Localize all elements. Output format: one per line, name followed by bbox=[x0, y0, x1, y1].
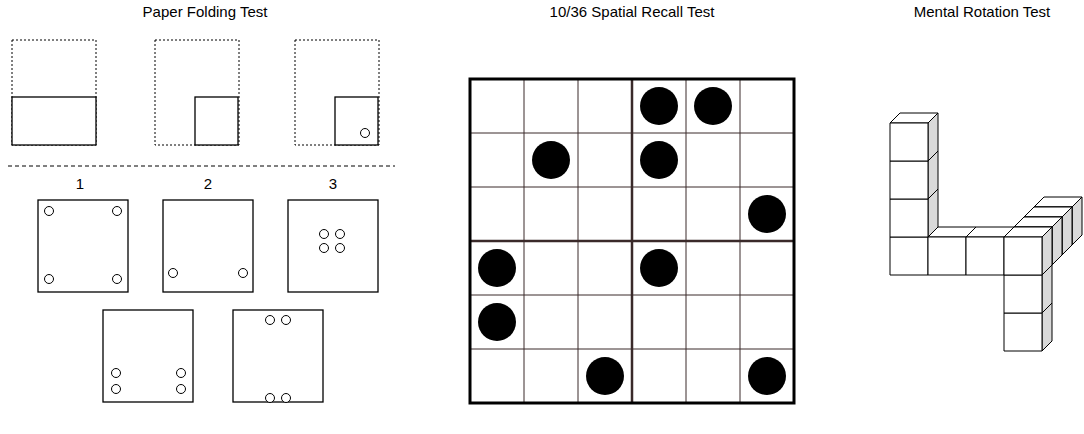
cube-face bbox=[966, 237, 1004, 275]
punched-hole bbox=[113, 275, 122, 284]
panel-title: 10/36 Spatial Recall Test bbox=[550, 3, 715, 20]
recall-grid bbox=[470, 79, 794, 403]
target-dot bbox=[532, 141, 570, 179]
answer-option bbox=[163, 200, 253, 292]
target-dot bbox=[694, 87, 732, 125]
punched-hole bbox=[266, 316, 275, 325]
answer-option bbox=[38, 200, 128, 292]
cube-face bbox=[1024, 207, 1072, 217]
panel-title: Mental Rotation Test bbox=[914, 3, 1050, 20]
target-dot bbox=[586, 357, 624, 395]
punched-hole bbox=[45, 207, 54, 216]
punched-hole bbox=[112, 369, 121, 378]
punched-hole bbox=[282, 394, 291, 403]
answer-option bbox=[288, 200, 378, 292]
punched-hole bbox=[361, 129, 370, 138]
cube-face bbox=[1014, 217, 1062, 227]
punched-hole bbox=[239, 269, 248, 278]
grid-line bbox=[470, 240, 794, 243]
option-number: 3 bbox=[329, 175, 337, 192]
cube-face bbox=[890, 237, 928, 275]
grid-line bbox=[470, 295, 794, 296]
option-number: 1 bbox=[76, 175, 84, 192]
answer-option bbox=[103, 310, 193, 402]
cube-figure bbox=[890, 113, 1082, 351]
paper-folding-figure bbox=[8, 40, 395, 403]
target-dot bbox=[748, 357, 786, 395]
target-dot bbox=[478, 303, 516, 341]
divider-line bbox=[8, 166, 395, 167]
punched-hole bbox=[336, 230, 345, 239]
grid-line bbox=[740, 79, 741, 403]
punched-hole bbox=[177, 385, 186, 394]
cube-face bbox=[1004, 275, 1042, 313]
punched-hole bbox=[177, 369, 186, 378]
punched-hole bbox=[320, 230, 329, 239]
grid-line bbox=[686, 79, 687, 403]
punched-hole bbox=[169, 269, 178, 278]
punched-hole bbox=[282, 316, 291, 325]
unfolded-paper bbox=[295, 40, 379, 145]
punched-hole bbox=[336, 244, 345, 253]
folded-paper bbox=[335, 97, 378, 145]
target-dot bbox=[640, 141, 678, 179]
cube-face bbox=[890, 123, 928, 161]
target-dot bbox=[478, 249, 516, 287]
target-dot bbox=[640, 249, 678, 287]
punched-hole bbox=[320, 244, 329, 253]
folded-paper bbox=[12, 97, 96, 145]
cube-face bbox=[1004, 237, 1042, 275]
cube-face bbox=[928, 237, 966, 275]
unfolded-paper bbox=[155, 40, 239, 145]
option-number: 2 bbox=[204, 175, 212, 192]
cube-face bbox=[890, 113, 938, 123]
punched-hole bbox=[112, 385, 121, 394]
cube-face bbox=[890, 161, 928, 199]
cube-face bbox=[1004, 313, 1042, 351]
target-dot bbox=[640, 87, 678, 125]
folded-paper bbox=[195, 97, 238, 145]
unfolded-paper bbox=[12, 40, 96, 145]
grid-border bbox=[470, 79, 794, 403]
answer-option bbox=[233, 310, 323, 402]
grid-line bbox=[470, 349, 794, 350]
panel-title: Paper Folding Test bbox=[143, 3, 268, 20]
cube-face bbox=[1004, 227, 1052, 237]
punched-hole bbox=[113, 207, 122, 216]
target-dot bbox=[748, 195, 786, 233]
punched-hole bbox=[45, 275, 54, 284]
punched-hole bbox=[266, 394, 275, 403]
cube-face bbox=[1034, 197, 1082, 207]
cube-face bbox=[890, 199, 928, 237]
